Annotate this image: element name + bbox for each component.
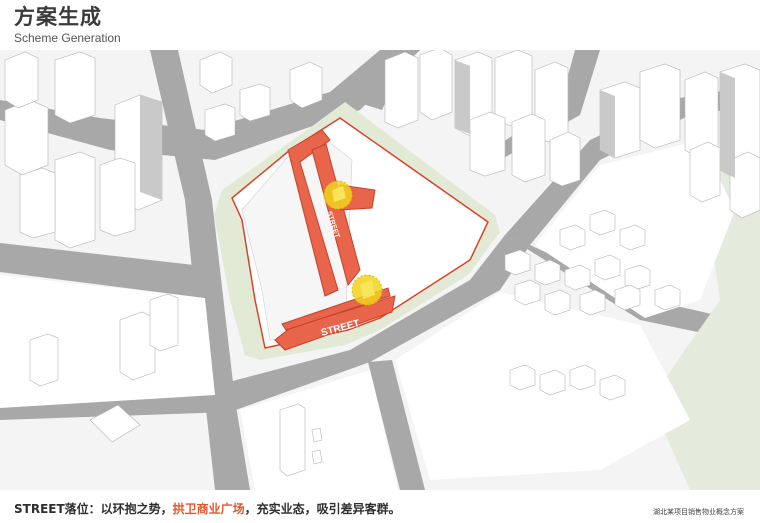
caption: STREET落位：以环抱之势，拱卫商业广场，充实业态，吸引差异客群。 <box>14 500 401 517</box>
header: 方案生成 Scheme Generation <box>14 4 121 45</box>
surrounding-buildings <box>4 50 760 477</box>
plaza-markers <box>323 180 383 306</box>
caption-highlight: 拱卫商业广场 <box>172 502 245 516</box>
footer-project-name: 湖北某项目销售物业概念方案 <box>653 508 744 516</box>
site-plan-map: STREET STREET <box>0 50 760 490</box>
page-title: 方案生成 <box>14 5 102 29</box>
caption-suffix: ，充实业态，吸引差异客群。 <box>244 502 401 516</box>
caption-prefix: STREET落位：以环抱之势， <box>14 502 173 516</box>
page-subtitle: Scheme Generation <box>14 31 121 45</box>
